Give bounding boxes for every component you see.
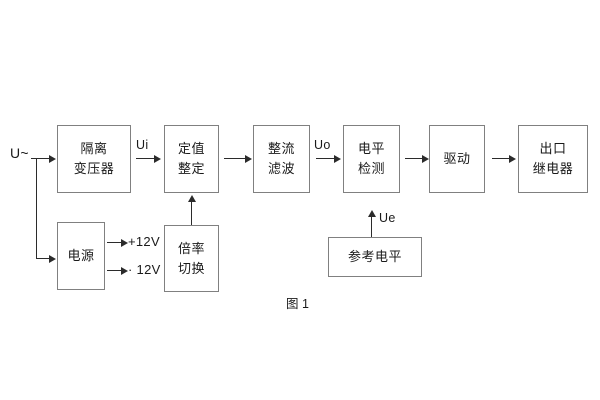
block-setting-value-line2: 整定 [177,161,205,176]
setting-to-rectify-arrow [245,154,252,163]
ui-label: Ui [136,138,149,152]
block-output-relay[interactable]: 出口 继电器 [518,125,588,193]
block-power-supply-line1: 电源 [67,248,95,264]
reference-to-level-arrow [367,210,376,217]
block-output-relay-line1: 出口 [539,141,567,157]
block-rectify-filter-line1: 整流 [267,141,295,157]
block-setting-value[interactable]: 定值 整定 [164,125,219,193]
transformer-to-setting-arrow [154,154,161,163]
multiplier-to-setting-line [191,200,192,225]
input-trunk-line [36,158,37,258]
branch-to-transformer-arrow [49,154,56,163]
input-voltage-label: U~ [10,145,29,161]
level-to-drive-line [405,158,423,159]
multiplier-to-setting-arrow [187,195,196,202]
block-multiplier-switch[interactable]: 倍率 切换 [164,225,219,292]
drive-to-relay-arrow [509,154,516,163]
block-power-supply[interactable]: 电源 [57,222,105,290]
block-reference-level[interactable]: 参考电平 [328,237,422,277]
drive-to-relay-line [492,158,510,159]
rail-negative-line [107,270,123,271]
level-to-drive-arrow [422,154,429,163]
rectify-to-level-line [316,158,335,159]
transformer-to-setting-line [136,158,155,159]
block-rectify-filter-line2: 滤波 [267,161,295,176]
input-stub-line [31,158,37,159]
rail-negative-arrow [121,266,128,275]
reference-to-level-line [371,215,372,237]
rail-negative-label: · 12V [128,262,161,277]
block-setting-value-line1: 定值 [177,141,205,157]
block-multiplier-switch-line2: 切换 [177,260,205,276]
block-reference-level-line1: 参考电平 [347,249,402,265]
setting-to-rectify-line [224,158,246,159]
rail-positive-label: +12V [128,234,160,249]
block-isolation-transformer-line1: 隔离 [80,141,108,157]
block-multiplier-switch-line1: 倍率 [177,240,205,256]
block-level-detect-line2: 检测 [357,161,385,176]
branch-to-power-line [36,258,50,259]
ue-label: Ue [379,211,396,225]
block-drive[interactable]: 驱动 [429,125,485,193]
branch-to-power-arrow [49,254,56,263]
branch-to-transformer-line [36,158,50,159]
block-rectify-filter[interactable]: 整流 滤波 [253,125,310,193]
block-level-detect-line1: 电平 [357,141,385,157]
block-isolation-transformer[interactable]: 隔离 变压器 [57,125,131,193]
rectify-to-level-arrow [334,154,341,163]
figure-caption: 图 1 [286,297,309,311]
block-drive-line1: 驱动 [443,151,471,167]
block-output-relay-line2: 继电器 [532,161,574,176]
block-isolation-transformer-line2: 变压器 [73,161,115,176]
block-level-detect[interactable]: 电平 检测 [343,125,400,193]
rail-positive-arrow [121,238,128,247]
uo-label: Uo [314,138,331,152]
rail-positive-line [107,242,123,243]
